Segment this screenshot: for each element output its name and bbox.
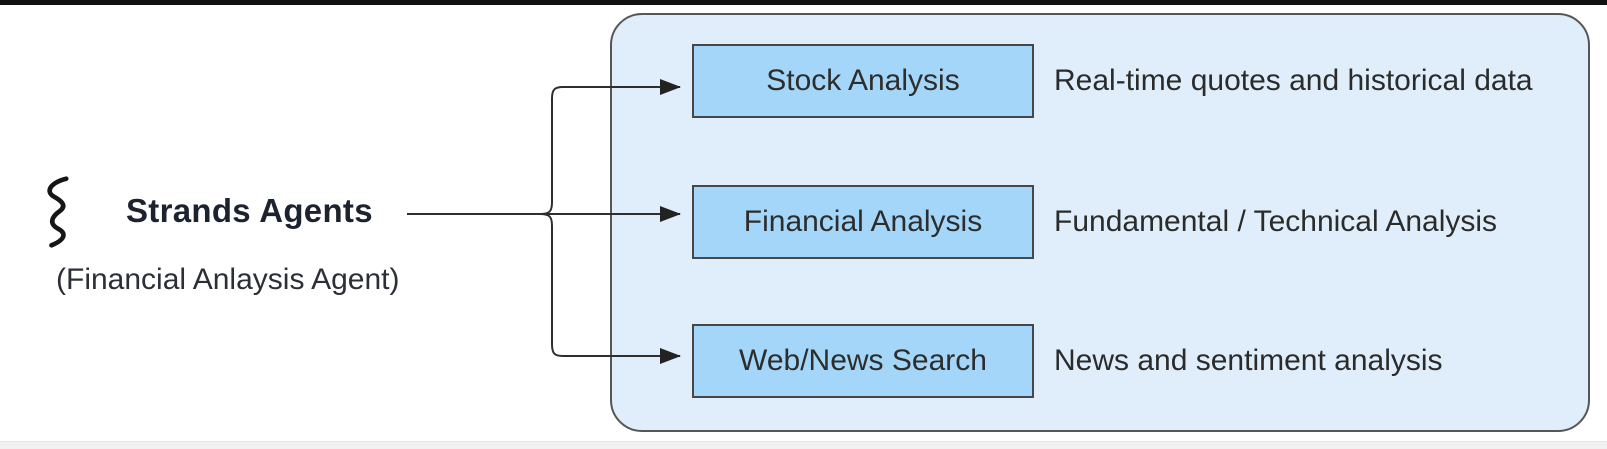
tool-desc-financial-analysis: Fundamental / Technical Analysis bbox=[1054, 205, 1498, 238]
tool-node-stock-analysis: Stock Analysis bbox=[692, 44, 1034, 118]
agent-title: Strands Agents bbox=[126, 192, 373, 229]
tool-row-stock-analysis: Stock Analysis Real-time quotes and hist… bbox=[692, 44, 1533, 118]
tool-node-web-news-search: Web/News Search bbox=[692, 324, 1034, 398]
tool-node-financial-analysis: Financial Analysis bbox=[692, 185, 1034, 259]
strands-squiggle-icon bbox=[47, 176, 69, 248]
agent-subtitle: (Financial Anlaysis Agent) bbox=[56, 263, 400, 296]
window-bottom-strip bbox=[0, 441, 1607, 449]
tool-desc-web-news-search: News and sentiment analysis bbox=[1054, 344, 1443, 377]
window-top-bar bbox=[0, 0, 1607, 5]
tools-panel: Stock Analysis Real-time quotes and hist… bbox=[610, 13, 1590, 432]
tool-row-web-news-search: Web/News Search News and sentiment analy… bbox=[692, 324, 1443, 398]
tool-desc-stock-analysis: Real-time quotes and historical data bbox=[1054, 64, 1533, 97]
tool-row-financial-analysis: Financial Analysis Fundamental / Technic… bbox=[692, 185, 1497, 259]
